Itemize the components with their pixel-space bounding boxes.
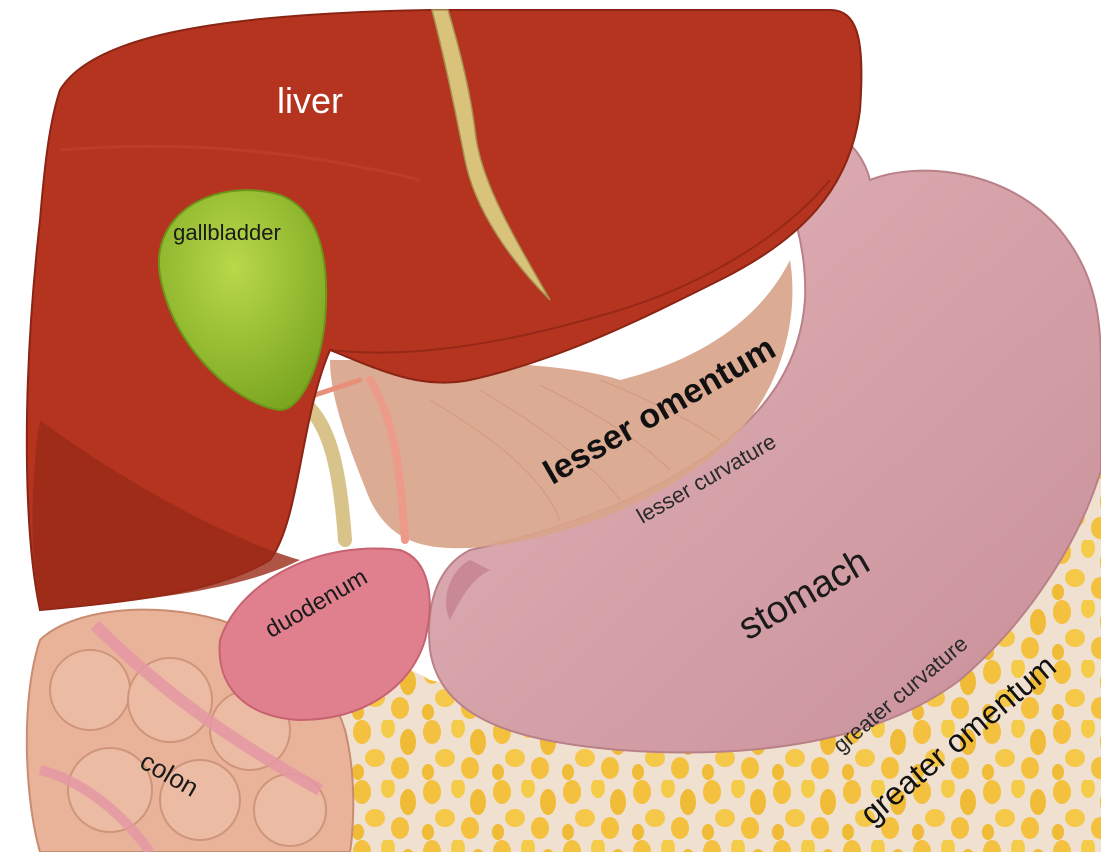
gallbladder-label: gallbladder bbox=[173, 220, 281, 245]
liver-label: liver bbox=[277, 80, 343, 121]
